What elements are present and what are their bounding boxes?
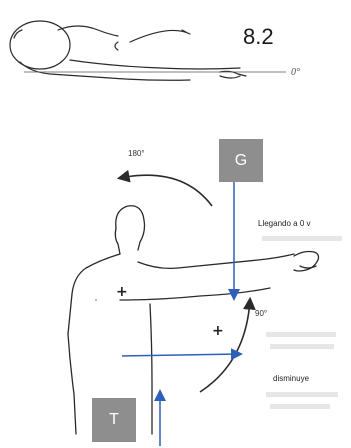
flexion-arc-upper: [120, 175, 212, 206]
figure-number: 8.2: [243, 24, 274, 50]
zero-degree-mark: 0°: [291, 67, 300, 78]
t-label-box: T: [92, 398, 136, 442]
supine-figure-drawing: [10, 21, 246, 80]
reaching-zero-note: Llegando a 0 v: [258, 219, 311, 228]
plus-sign-arc: +: [212, 323, 224, 339]
blurred-text-blocks: [262, 236, 342, 409]
decreases-note: disminuye: [273, 374, 309, 383]
flexion-arc-lower: [200, 300, 250, 392]
angle-180-label: 180°: [128, 149, 145, 158]
g-label-box: G: [219, 139, 263, 182]
plus-sign-chest: +: [116, 284, 128, 300]
angle-90-label: 90°: [255, 309, 267, 318]
horizontal-force-arrow: [122, 354, 240, 356]
